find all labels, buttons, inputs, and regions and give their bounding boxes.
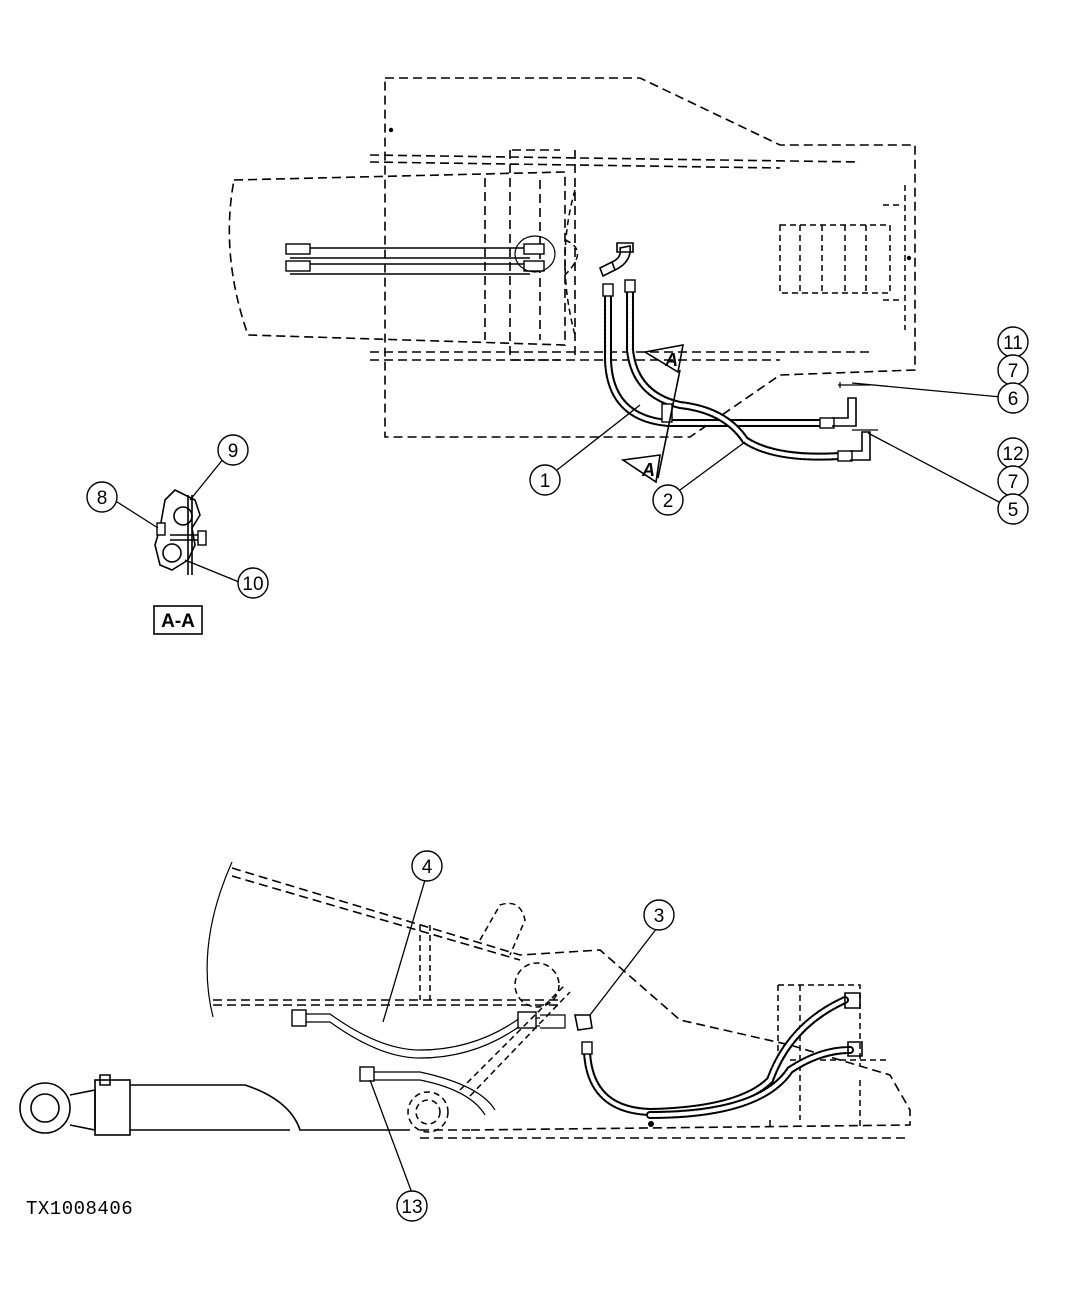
- svg-text:A: A: [664, 350, 678, 370]
- svg-text:1: 1: [540, 471, 551, 492]
- hose-13: [370, 1071, 496, 1116]
- side-view: 4 3 13: [19, 850, 911, 1222]
- svg-text:9: 9: [228, 441, 239, 462]
- svg-text:11: 11: [1003, 333, 1023, 354]
- callout-11: 11: [997, 326, 1029, 358]
- top-view: A A 1 2 11 7 6: [228, 77, 1029, 525]
- boom-rail-top2: [369, 161, 781, 169]
- callout-10: 10: [237, 567, 269, 599]
- hose-4: [300, 1013, 540, 1051]
- callout-13: 13: [396, 1190, 428, 1222]
- pivot-plate: [509, 149, 576, 361]
- bracket-side: [479, 902, 526, 956]
- svg-text:5: 5: [1008, 500, 1019, 521]
- svg-text:8: 8: [97, 488, 108, 509]
- svg-text:A-A: A-A: [161, 611, 195, 632]
- callout-1: 1: [529, 464, 561, 496]
- callout-5: 5: [997, 493, 1029, 525]
- section-arrow-lower: A: [620, 454, 661, 484]
- swing-curve: [564, 189, 576, 336]
- svg-text:3: 3: [654, 906, 665, 927]
- callout-7-lower: 7: [997, 465, 1029, 497]
- callout-2: 2: [652, 484, 684, 516]
- svg-text:2: 2: [663, 491, 674, 512]
- bolt-marker: [906, 255, 912, 261]
- section-arrow-upper: A: [642, 344, 684, 374]
- section-line: [657, 369, 681, 479]
- callout-9: 9: [217, 434, 249, 466]
- tray-grid: [779, 224, 891, 294]
- hose-1: [604, 291, 826, 427]
- elbow-fittings: [598, 242, 634, 278]
- boom-outline: [228, 171, 566, 346]
- svg-text:A: A: [641, 460, 655, 480]
- callout-3: 3: [643, 899, 675, 931]
- svg-text:7: 7: [1008, 472, 1019, 493]
- figure-id: TX1008406: [26, 1198, 134, 1220]
- pivot-inner: [484, 178, 541, 340]
- elbow-5: [850, 431, 871, 461]
- hose-3-route: [583, 996, 849, 1117]
- pivot-pin: [514, 962, 560, 1008]
- cylinder: [19, 1074, 449, 1136]
- section-view-a-a: 9 8 10 A-A: [86, 434, 269, 635]
- frame-outline-side: [231, 867, 911, 1131]
- elbow-6: [832, 397, 857, 427]
- svg-text:12: 12: [1002, 444, 1023, 465]
- callout-4: 4: [411, 850, 443, 882]
- callout-8: 8: [86, 481, 118, 513]
- svg-text:4: 4: [422, 857, 433, 878]
- svg-text:10: 10: [242, 574, 263, 595]
- boom-rail-top: [369, 154, 861, 163]
- frame-outline: [384, 77, 916, 438]
- svg-text:7: 7: [1008, 361, 1019, 382]
- bolt-marker: [388, 127, 394, 133]
- elbow-3: [574, 1014, 593, 1031]
- callout-6: 6: [997, 382, 1029, 414]
- callout-12: 12: [997, 437, 1029, 469]
- section-label-box: A-A: [153, 605, 203, 635]
- svg-text:6: 6: [1008, 389, 1019, 410]
- callout-7-upper: 7: [997, 354, 1029, 386]
- side-brackets: [883, 185, 906, 330]
- svg-text:13: 13: [401, 1197, 422, 1218]
- boom-lines: [285, 235, 556, 275]
- center-arc: [564, 239, 579, 276]
- boom-outline-side: [206, 861, 233, 1018]
